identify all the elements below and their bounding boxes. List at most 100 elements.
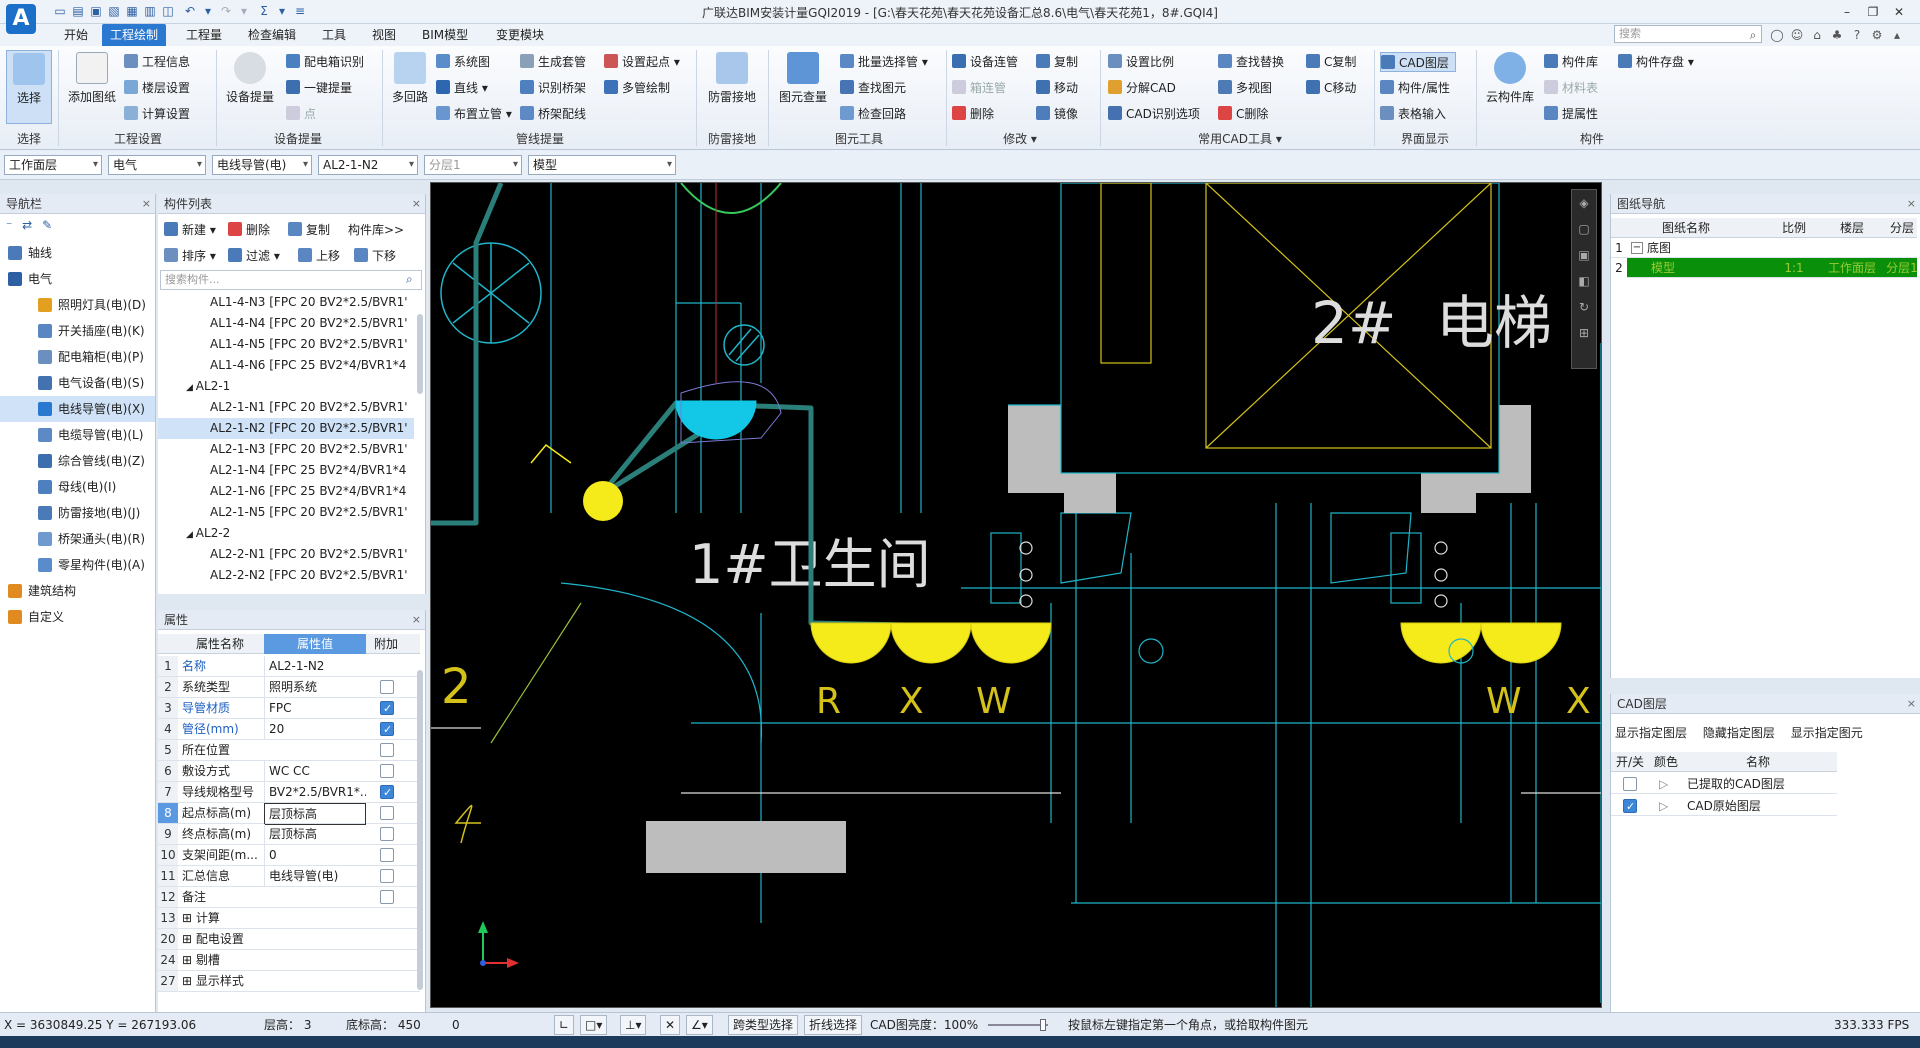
property-value[interactable]: 照明系统 [264, 677, 366, 697]
cad-layer-row[interactable]: ▷CAD原始图层 [1611, 796, 1837, 817]
app-logo-icon[interactable]: A [6, 4, 36, 34]
point-button[interactable]: 点 [286, 104, 316, 124]
distribution-box-recognize-button[interactable]: 配电箱识别 [286, 52, 364, 72]
cad-canvas[interactable]: 2# 电梯 1#卫生间 [430, 182, 1602, 1008]
delete-button[interactable]: 删除 [952, 104, 994, 124]
close-icon[interactable]: × [1906, 197, 1916, 210]
search-input[interactable]: 搜索 [1614, 25, 1762, 43]
nav-item[interactable]: 开关插座(电)(K) [0, 318, 155, 344]
copy-component-button[interactable]: 复制 [288, 220, 330, 240]
property-row[interactable]: 24⊞ 剔槽 [158, 950, 420, 971]
component-search-input[interactable]: 搜索构件... [160, 270, 422, 290]
list-item[interactable]: AL2-1-N5 [FPC 20 BV2*2.5/BVR1' [158, 502, 414, 523]
edit-nav-icon[interactable]: ✎ [42, 218, 53, 232]
scrollbar[interactable] [417, 314, 423, 394]
sum-dropdown-icon[interactable]: ▾ [278, 4, 286, 18]
nav-item[interactable]: 配电箱柜(电)(P) [0, 344, 155, 370]
undo-dropdown-icon[interactable]: ▾ [204, 4, 212, 18]
append-checkbox[interactable] [380, 699, 394, 719]
grid-icon[interactable]: ▥ [144, 4, 156, 18]
append-checkbox[interactable] [380, 806, 394, 820]
delete-component-button[interactable]: 删除 [228, 220, 270, 240]
layer-toggle-checkbox[interactable] [1623, 777, 1637, 791]
expand-all-icon[interactable]: ⇄ [22, 218, 33, 232]
list-item[interactable]: AL2-1-N6 [FPC 25 BV2*4/BVR1*4 [158, 481, 414, 502]
open-file-icon[interactable]: ▤ [72, 4, 84, 18]
set-scale-button[interactable]: 设置比例 [1108, 52, 1174, 72]
component-save-button[interactable]: 构件存盘 ▾ [1618, 52, 1694, 72]
nav-item[interactable]: 电缆导管(电)(L) [0, 422, 155, 448]
generate-sleeve-button[interactable]: 生成套管 [520, 52, 586, 72]
tab-change-module[interactable]: 变更模块 [496, 28, 545, 42]
expand-arrow-icon[interactable]: ▷ [1659, 799, 1669, 813]
device-connect-pipe-button[interactable]: 设备连管 [952, 52, 1018, 72]
work-layer-select[interactable]: 工作面层 [4, 155, 102, 175]
model-select[interactable]: 模型 [528, 155, 676, 175]
show-layer-button[interactable]: 显示指定图层 [1615, 726, 1688, 740]
search-icon[interactable]: ⌕ [1749, 28, 1757, 42]
nav-item[interactable]: 零星构件(电)(A) [0, 552, 155, 578]
find-replace-button[interactable]: 查找替换 [1218, 52, 1284, 72]
component-select[interactable]: AL2-1-N2 [318, 155, 418, 175]
close-icon[interactable]: × [141, 197, 151, 210]
close-icon[interactable]: ✕ [1893, 5, 1905, 19]
c-copy-button[interactable]: C复制 [1306, 52, 1356, 72]
view-iso-icon[interactable]: ◧ [1578, 274, 1590, 288]
close-icon[interactable]: × [411, 613, 421, 626]
filter-button[interactable]: 过滤 ▾ [228, 246, 280, 266]
user-avatar-icon[interactable]: ◯ [1770, 28, 1784, 42]
move-down-button[interactable]: 下移 [354, 246, 396, 266]
append-checkbox[interactable] [380, 764, 394, 778]
component-type-select[interactable]: 电线导管(电) [212, 155, 312, 175]
tray-wiring-button[interactable]: 桥架配线 [520, 104, 586, 124]
hide-layer-button[interactable]: 隐藏指定图层 [1702, 726, 1775, 740]
tab-view[interactable]: 视图 [372, 28, 397, 42]
multi-pipe-draw-button[interactable]: 多管绘制 [604, 78, 670, 98]
append-checkbox[interactable] [380, 743, 394, 757]
one-key-takeoff-button[interactable]: 一键提量 [286, 78, 352, 98]
list-item[interactable]: AL1-4-N6 [FPC 25 BV2*4/BVR1*4 [158, 355, 414, 376]
polyline-select-button[interactable]: 折线选择 [804, 1015, 863, 1035]
recognize-tray-button[interactable]: 识别桥架 [520, 78, 586, 98]
property-value[interactable]: 电线导管(电) [264, 866, 366, 886]
list-item[interactable]: AL1-4-N4 [FPC 20 BV2*2.5/BVR1' [158, 313, 414, 334]
list-item[interactable]: AL2-1-N3 [FPC 20 BV2*2.5/BVR1' [158, 439, 414, 460]
device-takeoff-button[interactable]: 设备提量 [222, 50, 278, 105]
save-as-icon[interactable]: ▧ [108, 4, 120, 18]
append-checkbox[interactable] [380, 869, 394, 883]
cloud-component-library-button[interactable]: 云构件库 [1482, 50, 1538, 105]
add-drawing-button[interactable]: 添加图纸 [64, 50, 120, 105]
multi-circuit-button[interactable]: 多回路 [388, 50, 432, 105]
batch-select-pipe-button[interactable]: 批量选择管 ▾ [840, 52, 928, 72]
list-item[interactable]: AL2-1-N4 [FPC 25 BV2*4/BVR1*4 [158, 460, 414, 481]
select-button[interactable]: 选择 [6, 50, 52, 124]
property-row[interactable]: 13⊞ 计算 [158, 908, 420, 929]
nav-item[interactable]: 电线导管(电)(X) [0, 396, 155, 422]
multi-view-button[interactable]: 多视图 [1218, 78, 1272, 98]
dynamic-input-icon[interactable]: ⊥▾ [620, 1015, 647, 1035]
list-item[interactable]: ◢ AL2-1 [158, 376, 414, 397]
system-diagram-button[interactable]: 系统图 [436, 52, 490, 72]
snap-icon[interactable]: □▾ [580, 1015, 608, 1035]
box-connect-pipe-button[interactable]: 箱连管 [952, 78, 1006, 98]
nav-item[interactable]: 轴线 [0, 240, 155, 266]
nav-item[interactable]: 防雷接地(电)(J) [0, 500, 155, 526]
scrollbar[interactable] [417, 670, 423, 990]
list-item[interactable]: AL2-1-N1 [FPC 20 BV2*2.5/BVR1' [158, 397, 414, 418]
tab-tools[interactable]: 工具 [322, 28, 347, 42]
mirror-button[interactable]: 镜像 [1036, 104, 1078, 124]
list-item[interactable]: AL1-4-N5 [FPC 20 BV2*2.5/BVR1' [158, 334, 414, 355]
calc-setting-button[interactable]: 计算设置 [124, 104, 190, 124]
append-checkbox[interactable] [380, 827, 394, 841]
tab-check-edit[interactable]: 检查编辑 [248, 28, 297, 42]
component-library-button[interactable]: 构件库 [1544, 52, 1598, 72]
settings-icon[interactable]: ⚙ [1871, 28, 1883, 42]
cross-type-select-button[interactable]: 跨类型选择 [728, 1015, 799, 1035]
view-top-icon[interactable]: ▢ [1578, 222, 1590, 236]
expand-arrow-icon[interactable]: ◢ [186, 383, 196, 393]
